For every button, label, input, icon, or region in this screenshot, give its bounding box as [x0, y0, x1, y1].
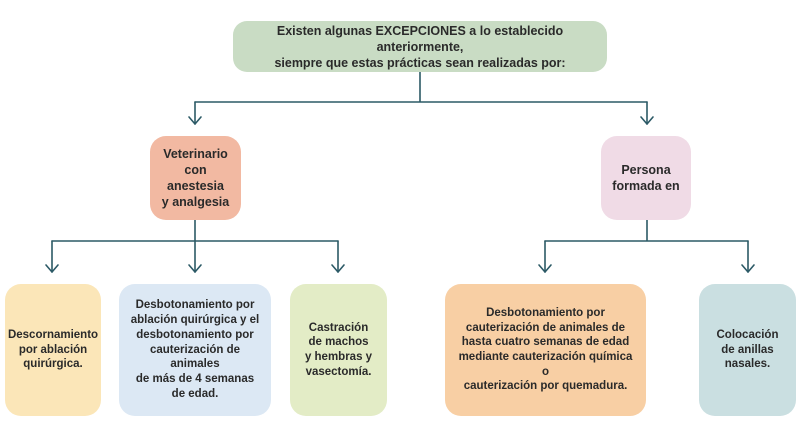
- connector-top-to-branches: [194, 71, 648, 103]
- leaf-nose-rings-text: Colocación de anillas nasales.: [716, 328, 779, 371]
- arrowhead-persona: [640, 116, 654, 125]
- trained-person-text: Persona formada en: [612, 163, 680, 193]
- arrowhead-leaf-1: [45, 264, 59, 273]
- arrowhead-vet: [188, 116, 202, 125]
- leaf-cauterization-text: Desbotonamiento por cauterización de ani…: [458, 306, 633, 393]
- arrowhead-leaf-5: [741, 264, 755, 273]
- trained-person-box: Persona formada en: [601, 136, 691, 220]
- connector-vet-to-leaves: [51, 219, 339, 242]
- top-exception-box: Existen algunas EXCEPCIONES a lo estable…: [233, 21, 607, 72]
- arrowhead-leaf-4: [538, 264, 552, 273]
- veterinarian-text: Veterinario con anestesia y analgesia: [161, 147, 230, 209]
- veterinarian-box: Veterinario con anestesia y analgesia: [150, 136, 241, 220]
- connector-persona-to-leaves: [544, 219, 749, 242]
- leaf-cauterization-box: Desbotonamiento por cauterización de ani…: [445, 284, 646, 416]
- leaf-dehorning-text: Descornamiento por ablación quirúrgica.: [7, 328, 99, 371]
- arrowhead-leaf-3: [331, 264, 345, 273]
- leaf-castration-box: Castración de machos y hembras y vasecto…: [290, 284, 387, 416]
- top-exception-text: Existen algunas EXCEPCIONES a lo estable…: [274, 23, 566, 70]
- leaf-dehorning-box: Descornamiento por ablación quirúrgica.: [5, 284, 101, 416]
- leaf-disbudding-box: Desbotonamiento por ablación quirúrgica …: [119, 284, 271, 416]
- arrowhead-leaf-2: [188, 264, 202, 273]
- leaf-nose-rings-box: Colocación de anillas nasales.: [699, 284, 796, 416]
- leaf-castration-text: Castración de machos y hembras y vasecto…: [304, 321, 373, 378]
- leaf-disbudding-text: Desbotonamiento por ablación quirúrgica …: [130, 299, 260, 400]
